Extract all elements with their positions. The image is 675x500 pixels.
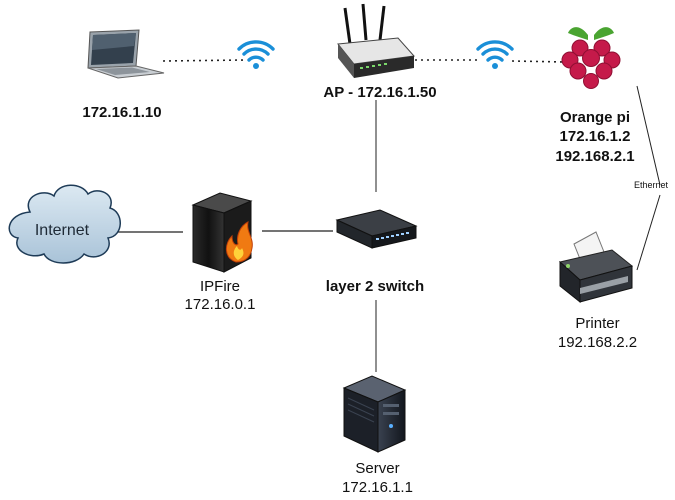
- wifi-icon: [237, 40, 275, 69]
- server-ip-label: 172.16.1.1: [342, 479, 413, 496]
- printer-name-label: Printer: [575, 315, 620, 332]
- switch-label: layer 2 switch: [325, 278, 425, 295]
- orangepi-ip1-label: 172.16.1.2: [559, 128, 631, 145]
- ethernet-label: Ethernet: [633, 180, 669, 190]
- laptop-icon: [87, 29, 165, 79]
- ethernet-link-b: [636, 194, 661, 271]
- ap-label: AP - 172.16.1.50: [323, 84, 437, 101]
- internet-label: Internet: [34, 222, 90, 239]
- firewall-icon: [191, 192, 253, 273]
- server-name-label: Server: [355, 460, 400, 477]
- printer-icon: [558, 231, 634, 304]
- raspberry-pi-icon: [561, 27, 621, 89]
- orangepi-ip2-label: 192.168.2.1: [555, 148, 635, 165]
- router-icon: [337, 3, 415, 78]
- cloud-icon: [8, 184, 121, 264]
- laptop-ip-label: 172.16.1.10: [82, 104, 162, 121]
- ipfire-ip-label: 172.16.0.1: [184, 296, 256, 313]
- wifi-icon: [476, 40, 514, 69]
- switch-icon: [335, 209, 418, 249]
- wifi-link-orangepi-2: [511, 60, 566, 63]
- wifi-link-laptop: [162, 59, 246, 62]
- ipfire-name-label: IPFire: [199, 278, 240, 295]
- server-icon: [342, 375, 407, 453]
- printer-ip-label: 192.168.2.2: [557, 334, 638, 351]
- ethernet-link-a: [636, 85, 661, 186]
- links: [118, 59, 661, 372]
- orangepi-name-label: Orange pi: [559, 109, 630, 126]
